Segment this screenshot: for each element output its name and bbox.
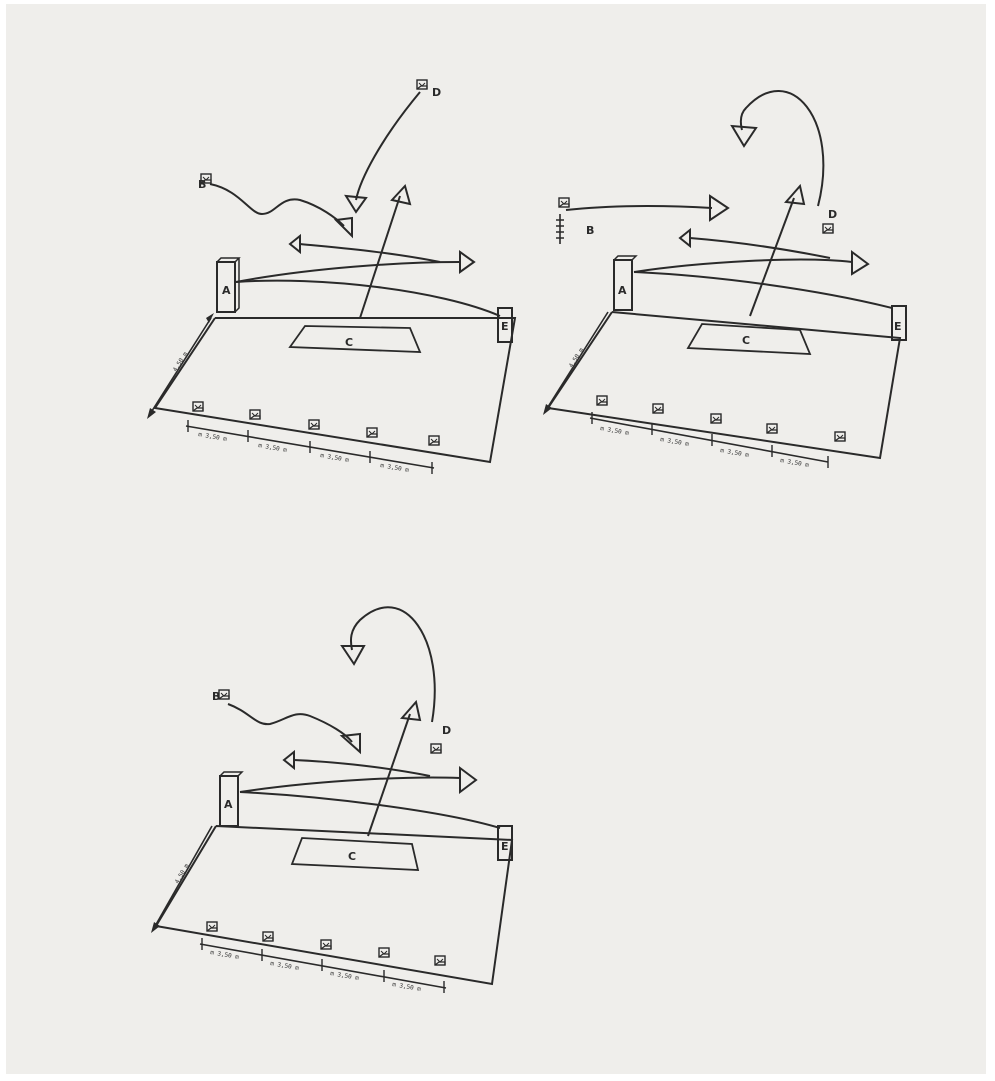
diagram-bottom: 4,50 m m 3,50 m m 3,50 m m 3,50 m m 3,50… — [151, 606, 514, 993]
bottom-dimension: m 3,50 m m 3,50 m m 3,50 m m 3,50 m — [589, 412, 829, 469]
segment-label: m 3,50 m — [780, 457, 810, 469]
zone-c — [288, 325, 422, 353]
label-e: E — [894, 320, 902, 333]
label-c: C — [742, 334, 750, 347]
court-outline — [153, 317, 517, 464]
player-d — [430, 743, 442, 754]
label-a: A — [222, 284, 231, 297]
side-dimension: 4,50 m — [543, 311, 609, 415]
post-e — [497, 825, 513, 861]
label-c: C — [348, 850, 356, 863]
diagram-top-left: 4,50 m m 3,50 m m 3,50 m m 3,50 m m 3,50… — [147, 79, 517, 474]
label-d: D — [828, 208, 837, 221]
segment-label: m 3,50 m — [600, 425, 630, 437]
court-outline — [546, 311, 902, 460]
zone-c — [290, 837, 420, 871]
label-e: E — [501, 320, 509, 333]
segment-label: m 3,50 m — [660, 436, 690, 448]
post-a — [216, 257, 241, 313]
segment-label: m 3,50 m — [258, 442, 288, 454]
segment-label: m 3,50 m — [320, 452, 350, 464]
diagram-top-right: 4,50 m m 3,50 m m 3,50 m m 3,50 m m 3,50… — [543, 89, 907, 469]
label-b: B — [212, 690, 220, 703]
label-b: B — [586, 224, 594, 237]
arrows — [209, 91, 501, 319]
segment-label: m 3,50 m — [210, 949, 240, 961]
post-a — [613, 255, 638, 311]
label-d: D — [442, 724, 451, 737]
court-outline — [154, 825, 514, 986]
player-d — [822, 223, 834, 234]
side-dimension: 4,50 m — [147, 313, 214, 419]
segment-label: m 3,50 m — [270, 960, 300, 972]
segment-label: m 3,50 m — [720, 447, 750, 459]
label-a: A — [618, 284, 627, 297]
label-a: A — [224, 798, 233, 811]
side-dimension: 4,50 m — [151, 825, 213, 933]
baseline-players — [192, 401, 440, 446]
label-b: B — [198, 178, 206, 191]
arrows — [565, 89, 893, 317]
arrows — [227, 606, 501, 837]
player-b — [556, 197, 570, 244]
post-e — [891, 305, 907, 341]
segment-label: m 3,50 m — [380, 462, 410, 474]
post-a — [219, 771, 244, 827]
label-d: D — [432, 86, 441, 99]
label-c: C — [345, 336, 353, 349]
bottom-dimension: m 3,50 m m 3,50 m m 3,50 m m 3,50 m — [199, 938, 447, 993]
bottom-dimension: m 3,50 m m 3,50 m m 3,50 m m 3,50 m — [185, 420, 435, 474]
segment-label: m 3,50 m — [392, 981, 422, 993]
baseline-players — [206, 921, 446, 966]
player-d — [416, 79, 428, 90]
segment-label: m 3,50 m — [330, 970, 360, 982]
player-b — [218, 689, 230, 700]
segment-label: m 3,50 m — [198, 431, 228, 443]
zone-c — [686, 323, 812, 355]
post-e — [497, 307, 513, 343]
label-e: E — [501, 840, 509, 853]
